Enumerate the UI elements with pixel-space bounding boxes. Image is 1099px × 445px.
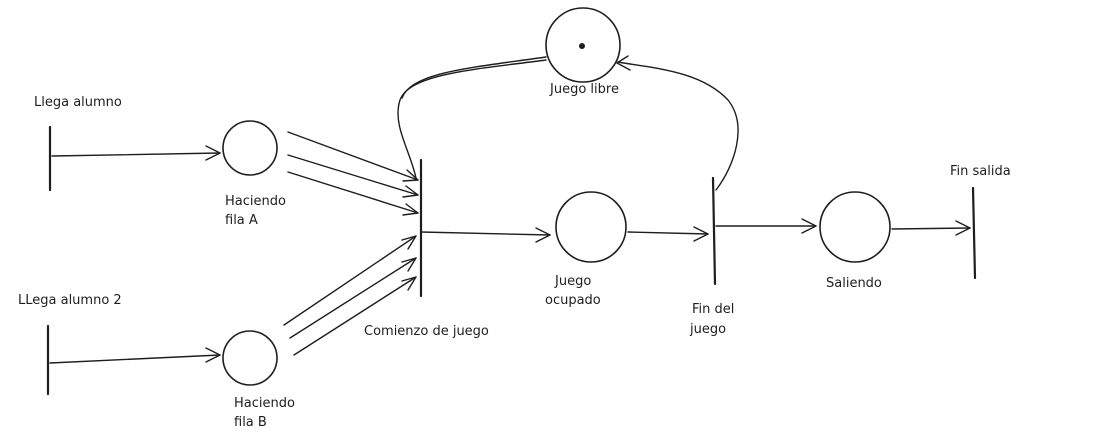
arc-llega-alumno-2-to-fila-b xyxy=(49,347,221,364)
arc-fila-a-to-comienzo-1 xyxy=(287,131,419,182)
label-haciendo-fila-b-line2: fila B xyxy=(234,415,267,430)
label-fin-salida: Fin salida xyxy=(950,164,1011,179)
label-fin-del-juego-line1: Fin del xyxy=(692,302,734,317)
arc-fila-a-to-comienzo-2 xyxy=(287,154,419,198)
label-haciendo-fila-a-line1: Haciendo xyxy=(225,194,286,209)
arc-fila-b-to-comienzo-2 xyxy=(289,257,417,339)
label-llega-alumno-2: LLega alumno 2 xyxy=(18,293,122,308)
label-saliendo: Saliendo xyxy=(826,276,882,291)
arc-fila-b-to-comienzo-1 xyxy=(283,235,417,326)
label-juego-libre: Juego libre xyxy=(549,82,619,97)
label-juego-ocupado-line2: ocupado xyxy=(545,293,601,308)
label-haciendo-fila-b-line1: Haciendo xyxy=(234,396,295,411)
label-haciendo-fila-a-line2: fila A xyxy=(225,213,258,228)
place-saliendo xyxy=(819,191,891,263)
label-comienzo-de-juego: Comienzo de juego xyxy=(364,324,489,339)
arc-fila-b-to-comienzo-3 xyxy=(293,276,417,356)
arc-llega-alumno-to-fila-a xyxy=(51,145,221,161)
arc-saliendo-to-fin-salida xyxy=(891,220,971,236)
transition-fin-del-juego xyxy=(711,176,717,286)
label-fin-del-juego-line2: juego xyxy=(689,322,726,337)
label-llega-alumno: Llega alumno xyxy=(34,95,122,110)
label-juego-ocupado-line1: Juego xyxy=(554,274,591,289)
arc-juego-libre-to-comienzo xyxy=(397,56,547,179)
place-juego-ocupado xyxy=(555,191,627,263)
arc-fin-del-juego-to-juego-libre xyxy=(616,55,739,191)
arc-fin-del-juego-to-saliendo xyxy=(715,218,817,234)
transition-fin-salida xyxy=(971,186,977,280)
place-haciendo-fila-b xyxy=(222,330,278,386)
place-haciendo-fila-a xyxy=(222,120,278,176)
arc-juego-ocupado-to-fin-del-juego xyxy=(627,226,709,242)
token-dot xyxy=(579,43,585,49)
arc-fila-a-to-comienzo-3 xyxy=(287,171,419,216)
arc-comienzo-to-juego-ocupado xyxy=(420,227,551,243)
